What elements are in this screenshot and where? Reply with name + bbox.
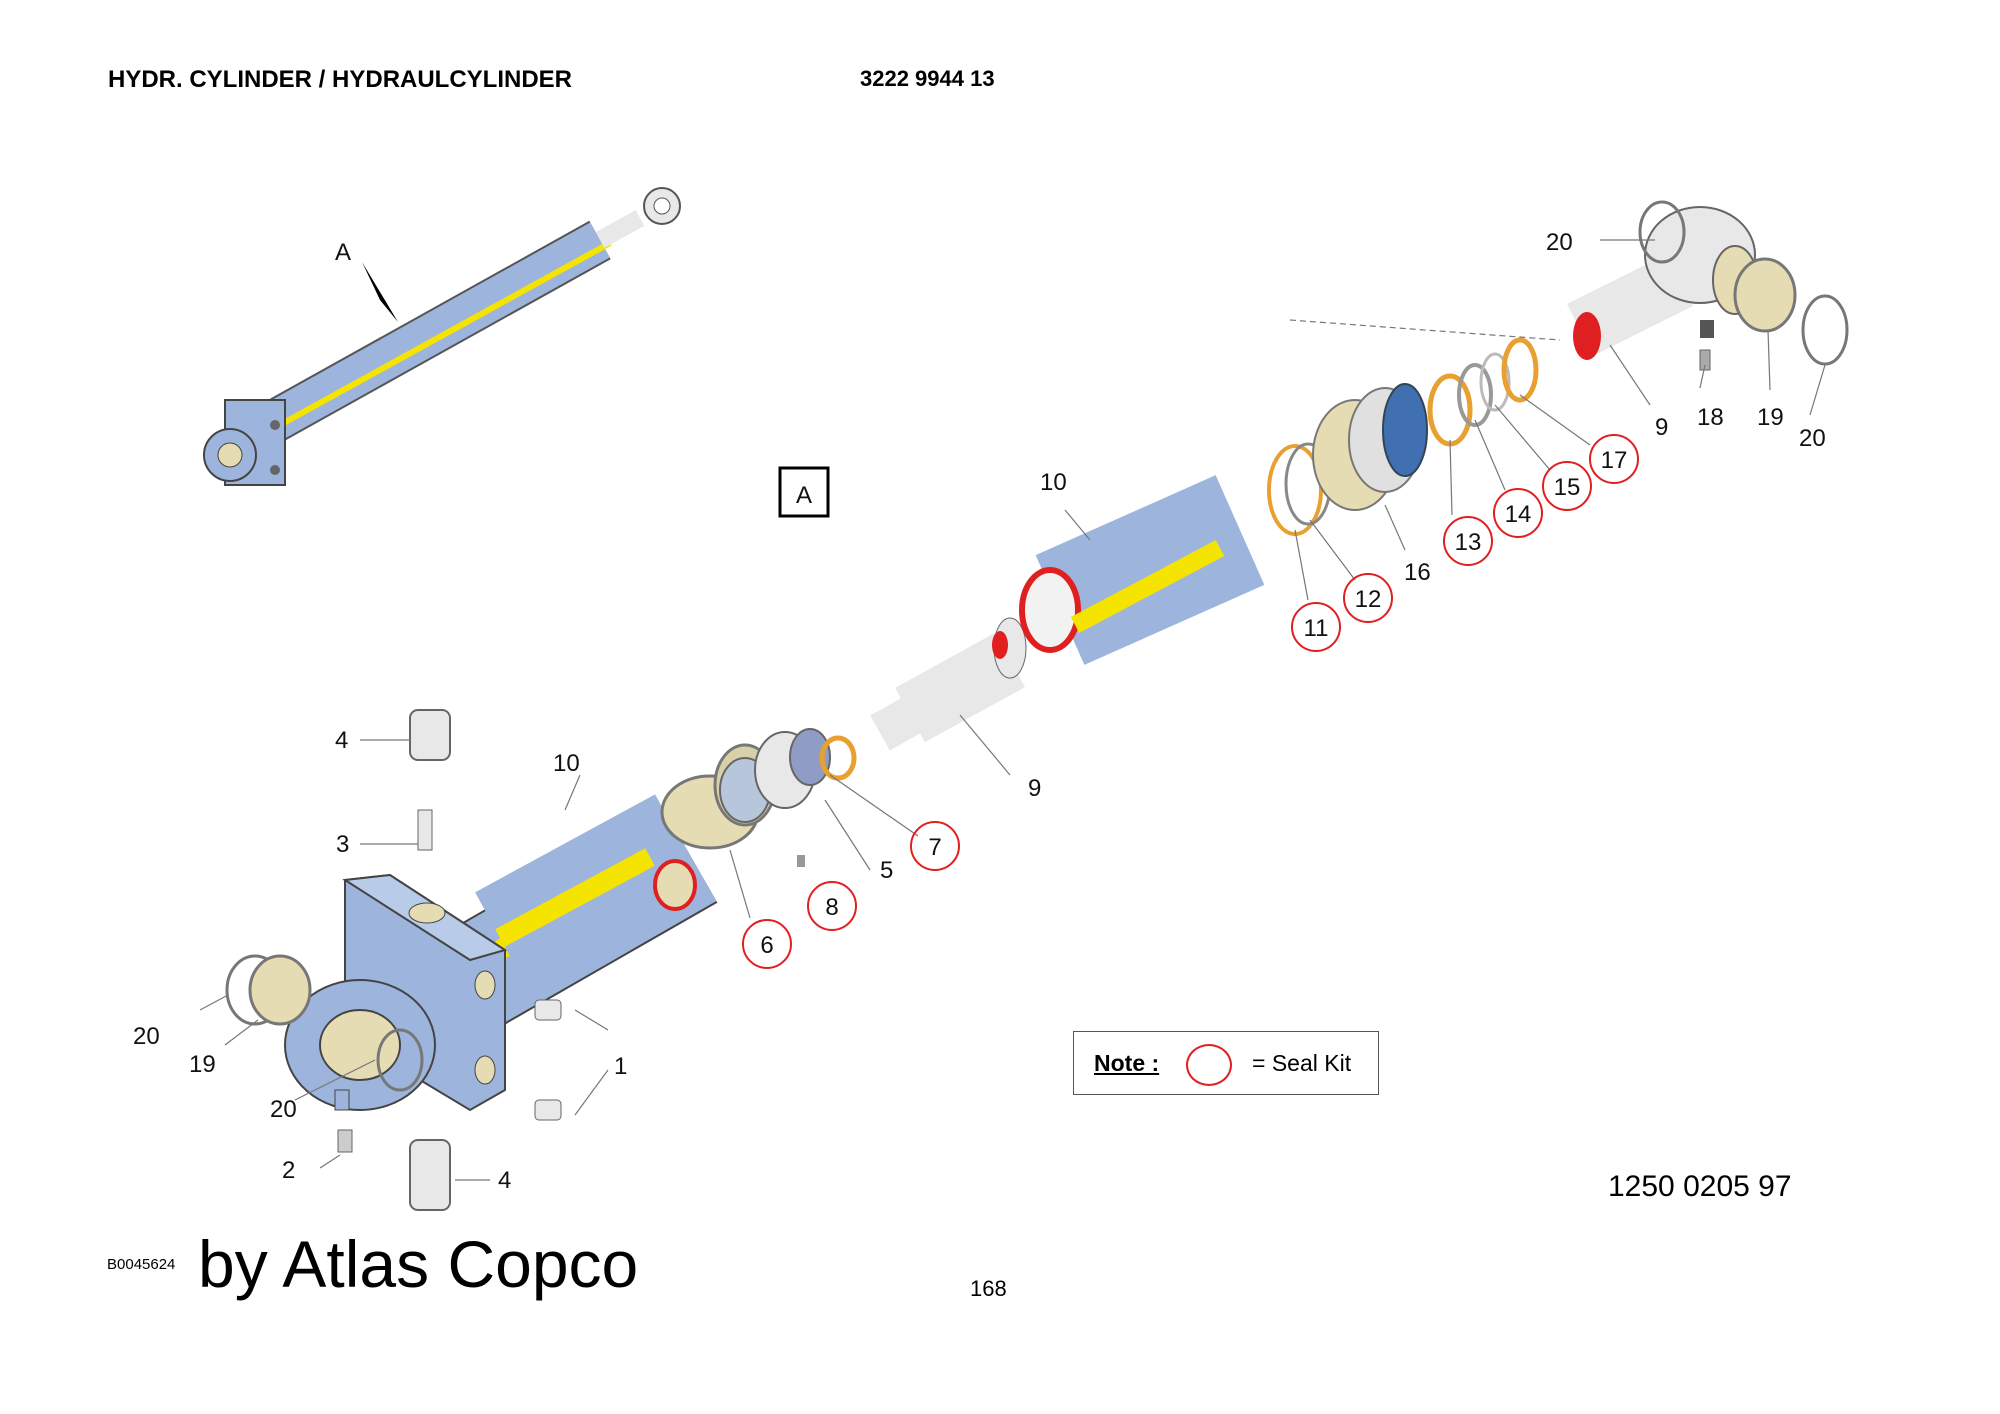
- seal-kit-markers: [742, 434, 1639, 969]
- callout-20-bottom: 20: [270, 1096, 297, 1123]
- callout-4-bottom: 4: [498, 1167, 511, 1194]
- detail-view-box: [778, 466, 830, 518]
- piston-rod: [870, 617, 1027, 751]
- callout-9-end: 9: [1655, 414, 1668, 441]
- note-label: Note :: [1094, 1050, 1160, 1076]
- drawing-title: HYDR. CYLINDER / HYDRAULCYLINDER: [108, 66, 573, 93]
- callout-13: 13: [1455, 529, 1482, 556]
- callout-14: 14: [1505, 501, 1532, 528]
- fittings-left: [225, 709, 562, 1211]
- rod-seal: [1427, 373, 1473, 447]
- rod-end: [1567, 200, 1849, 371]
- seal-kit-circle-legend: [1186, 1044, 1232, 1086]
- leader-lines: [199, 239, 1826, 1181]
- page-number: 168: [970, 1276, 1007, 1301]
- piston-seal: [819, 735, 857, 781]
- callout-10-lower: 10: [553, 750, 580, 777]
- callout-15: 15: [1554, 474, 1581, 501]
- image-id: B0045624: [107, 1256, 176, 1273]
- part-number: 3222 9944 13: [860, 66, 995, 91]
- document-code: 1250 0205 97: [1608, 1170, 1792, 1203]
- callout-5: 5: [880, 857, 893, 884]
- callout-19-right: 19: [1757, 404, 1784, 431]
- piston: [719, 728, 831, 867]
- o-ring-15: [1479, 352, 1511, 412]
- o-ring-17: [1501, 337, 1539, 403]
- callout-16: 16: [1404, 559, 1431, 586]
- callout-19-left: 19: [189, 1051, 216, 1078]
- callout-10-upper: 10: [1040, 469, 1067, 496]
- brand-watermark: by Atlas Copco: [198, 1227, 639, 1301]
- callout-6: 6: [760, 932, 773, 959]
- callout-8: 8: [825, 894, 838, 921]
- callout-20-left: 20: [133, 1023, 160, 1050]
- callout-17: 17: [1601, 447, 1628, 474]
- wiper-ring: [1267, 444, 1323, 536]
- callout-9-rod: 9: [1028, 775, 1041, 802]
- view-pointer-label: A: [335, 239, 351, 266]
- callout-3: 3: [336, 831, 349, 858]
- note-text: = Seal Kit: [1252, 1050, 1352, 1076]
- view-pointer-arrow: [362, 262, 398, 322]
- callout-18: 18: [1697, 404, 1724, 431]
- detail-view-box-label: A: [796, 482, 812, 509]
- callout-20-top: 20: [1546, 229, 1573, 256]
- callout-4-top: 4: [335, 727, 348, 754]
- callout-2: 2: [282, 1157, 295, 1184]
- callout-1: 1: [614, 1053, 627, 1080]
- overview-cylinder: [203, 187, 681, 486]
- seal-kit-note: Note : = Seal Kit: [1073, 1031, 1379, 1095]
- rod-guide: [1312, 383, 1428, 511]
- o-ring-14: [1457, 363, 1493, 427]
- cylinder-tube-lower: [475, 794, 705, 984]
- callout-11: 11: [1304, 615, 1329, 642]
- callout-7: 7: [928, 834, 941, 861]
- callout-20-right: 20: [1799, 425, 1826, 452]
- callout-12: 12: [1355, 586, 1382, 613]
- cylinder-tube-upper: [1019, 475, 1265, 665]
